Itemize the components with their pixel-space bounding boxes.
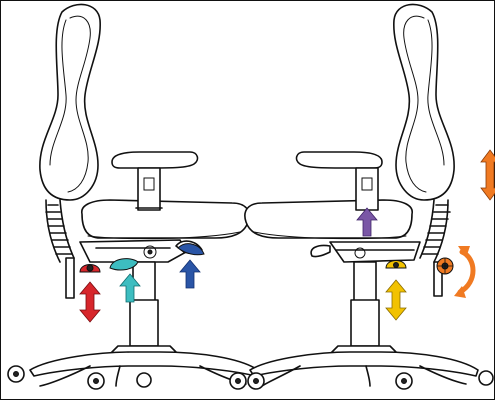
right-seat-mechanism (311, 242, 420, 262)
right-gas-lift-upper (354, 262, 376, 302)
blue-up-arrow-icon (180, 260, 200, 288)
orange-tension-knob (437, 258, 453, 274)
red-up-down-arrow-icon (80, 282, 100, 322)
right-seat (245, 200, 412, 238)
chair-left (8, 4, 258, 389)
left-gas-lift-lower (130, 300, 158, 346)
left-backrest (40, 4, 100, 200)
right-back-spring (420, 200, 450, 262)
yellow-up-down-arrow-icon (386, 280, 406, 320)
right-base (250, 346, 478, 386)
yellow-seat-depth-knob (386, 261, 406, 269)
left-back-spring (46, 200, 74, 262)
orange-up-down-arrow-icon (481, 150, 495, 200)
orange-rotate-arrow-icon (454, 246, 473, 298)
left-seat (82, 200, 249, 238)
right-backrest (394, 4, 454, 200)
left-rear-post (66, 258, 74, 298)
chair-right (245, 4, 495, 389)
right-gas-lift-lower (351, 300, 379, 346)
red-height-knob (80, 265, 100, 273)
